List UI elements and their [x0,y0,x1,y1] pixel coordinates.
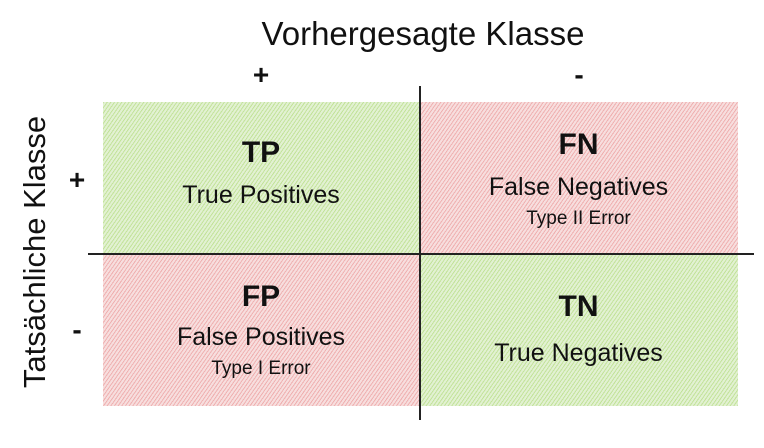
cell-full-name: False Positives [176,323,346,351]
cell-full-name: True Positives [182,181,340,209]
cell-abbreviation: TN [558,290,599,323]
predicted-class-title: Vorhergesagte Klasse [261,15,585,52]
cell-abbreviation: TP [241,136,281,169]
predicted-negative-label: - [574,59,584,90]
cell-abbreviation: FP [241,280,281,313]
cell-background [103,102,419,254]
cell-error-type: Type I Error [211,358,311,379]
cell-full-name: False Negatives [488,173,669,201]
cell-background [419,102,738,254]
cell-true-positives: TP True Positives [103,102,419,254]
actual-positive-label: + [68,164,86,195]
horizontal-divider [88,253,754,255]
predicted-positive-label: + [252,59,270,90]
actual-negative-label: - [72,314,82,345]
cell-error-type: Type II Error [526,208,631,229]
cell-full-name: True Negatives [494,339,663,367]
cell-true-negatives: TN True Negatives [419,254,738,406]
cell-false-negatives: FN False Negatives Type II Error [419,102,738,254]
cell-false-positives: FP False Positives Type I Error [103,254,419,406]
actual-class-title: Tatsächliche Klasse [17,115,52,389]
cell-abbreviation: FN [558,128,599,161]
cell-background [419,254,738,406]
cell-background [103,254,419,406]
